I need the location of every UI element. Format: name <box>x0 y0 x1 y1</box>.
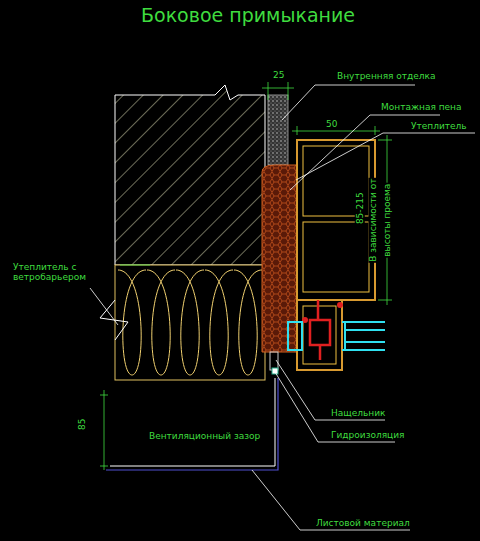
callout-label: В зависимости от <box>369 177 379 262</box>
insulation-wave <box>176 270 204 375</box>
insulation-wave <box>234 270 262 375</box>
title: Боковое примыкание <box>141 4 355 26</box>
insulation-wave <box>147 270 175 375</box>
dimension-value: 85 <box>77 417 87 430</box>
insulation-wave <box>118 270 146 375</box>
dimension-value: 85-215 <box>355 191 365 225</box>
callout-label: Монтажная пена <box>380 102 463 112</box>
callout-label: высоты проема <box>383 182 393 257</box>
insulation-waves <box>118 270 262 375</box>
dimension-value: 50 <box>325 119 338 129</box>
callout-label: Вентиляционный зазор <box>148 431 261 441</box>
dimension-value: 25 <box>272 70 285 80</box>
callout-label: Листовой материал <box>315 518 411 528</box>
callout-label: Утеплитель с ветробарьером <box>12 262 96 283</box>
callout-label: Нащельник <box>330 408 387 418</box>
insulation-wave <box>205 270 233 375</box>
callout-label: Внутренняя отделка <box>336 71 437 81</box>
callout-label: Гидроизоляция <box>330 430 405 440</box>
callout-label: Утеплитель <box>410 121 468 131</box>
